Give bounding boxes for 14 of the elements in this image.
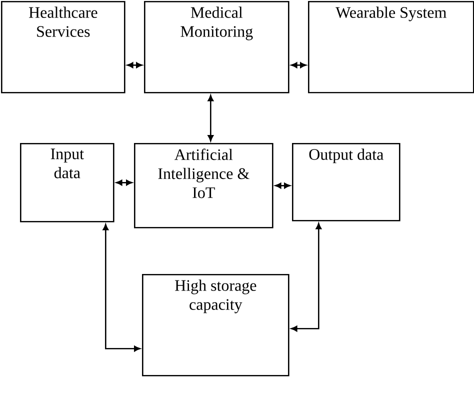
arrow [208,94,214,142]
arrow [290,222,322,332]
arrow [274,182,290,189]
process-box: Output data [292,143,400,222]
arrow [126,62,142,68]
process-box: Wearable System [308,1,474,94]
process-box: Artificial Intelligence & IoT [134,143,274,228]
process-box: High storage capacity [142,274,290,376]
process-box: Medical Monitoring [144,1,290,94]
arrow [102,224,140,352]
process-box: Healthcare Services [1,1,126,94]
arrow [290,62,306,68]
process-box: Input data [20,143,114,222]
arrow [116,180,132,186]
